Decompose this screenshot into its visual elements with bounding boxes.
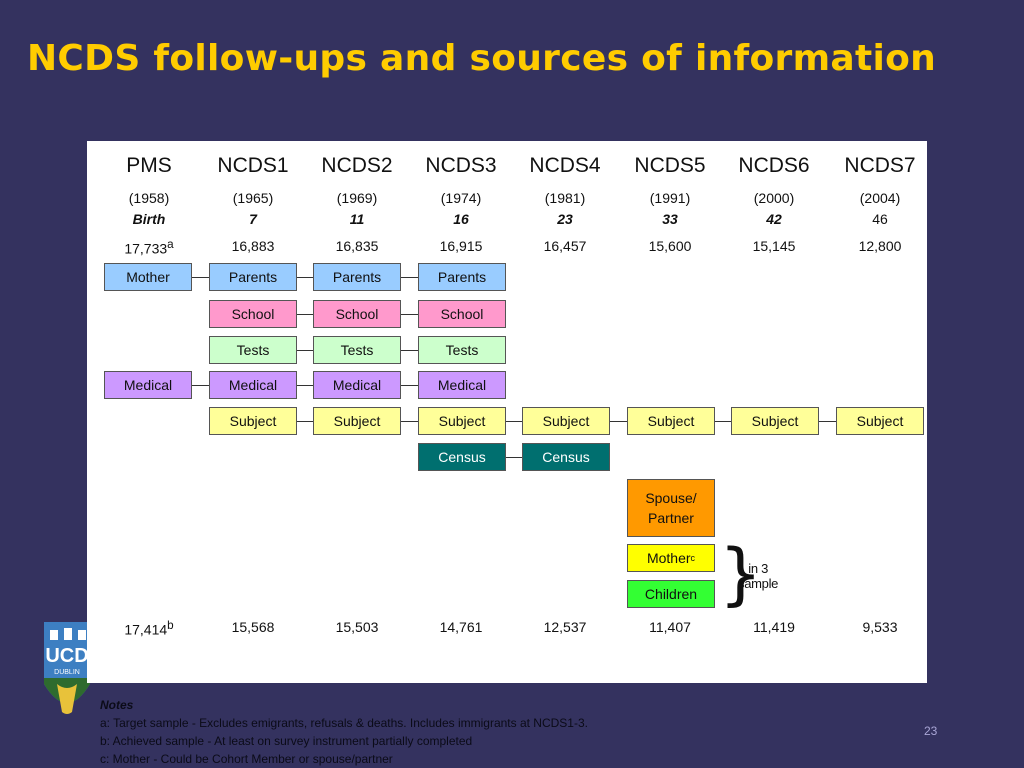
wave-year: (2000) bbox=[753, 190, 795, 206]
wave-label: PMS bbox=[126, 154, 172, 177]
tests-box-ncds2: Tests bbox=[313, 336, 401, 364]
notes-heading: Notes bbox=[100, 698, 134, 712]
achieved-sample-count: 17,414b bbox=[124, 619, 174, 638]
census-box-ncds4: Census bbox=[522, 443, 610, 471]
achieved-sample-count: 15,503 bbox=[335, 619, 379, 635]
subject-box-ncds4: Subject bbox=[522, 407, 610, 435]
svg-text:UCD: UCD bbox=[45, 645, 88, 667]
slide-title: NCDS follow-ups and sources of informati… bbox=[27, 38, 937, 79]
ucd-logo: UCD DUBLIN bbox=[44, 622, 90, 714]
wave-label: NCDS1 bbox=[217, 154, 289, 177]
page-number: 23 bbox=[924, 724, 938, 738]
wave-year: (2004) bbox=[859, 190, 901, 206]
school-box-ncds3: School bbox=[418, 300, 506, 328]
connector bbox=[715, 421, 732, 422]
connector bbox=[819, 421, 836, 422]
subject-box-ncds2: Subject bbox=[313, 407, 401, 435]
wave-age: 7 bbox=[249, 211, 257, 227]
wave-year: (1965) bbox=[232, 190, 274, 206]
parents-box-ncds1: Parents bbox=[209, 263, 297, 291]
note-c: c: Mother - Could be Cohort Member or sp… bbox=[100, 752, 393, 766]
svg-text:DUBLIN: DUBLIN bbox=[54, 669, 80, 676]
wave-age: Birth bbox=[132, 211, 166, 227]
achieved-sample-count: 14,761 bbox=[439, 619, 483, 635]
target-sample-count: 15,600 bbox=[648, 238, 692, 254]
achieved-sample-count: 15,568 bbox=[231, 619, 275, 635]
wave-age: 46 bbox=[872, 211, 888, 227]
connector bbox=[401, 350, 418, 351]
wave-label: NCDS2 bbox=[321, 154, 393, 177]
subject-box-ncds5: Subject bbox=[627, 407, 715, 435]
target-sample-count: 16,915 bbox=[439, 238, 483, 254]
children-box-ncds5: Children bbox=[627, 580, 715, 608]
connector bbox=[506, 457, 523, 458]
wave-year: (1981) bbox=[544, 190, 586, 206]
target-sample-count: 17,733a bbox=[124, 238, 174, 257]
achieved-sample-count: 11,419 bbox=[753, 619, 795, 635]
connector bbox=[297, 385, 314, 386]
target-sample-count: 12,800 bbox=[858, 238, 902, 254]
follow-up-diagram: PMS NCDS1 NCDS2 NCDS3 NCDS4 NCDS5 NCDS6 … bbox=[87, 141, 927, 683]
connector bbox=[192, 277, 209, 278]
spouse-partner-box-ncds5: Spouse/Partner bbox=[627, 479, 715, 537]
school-box-ncds1: School bbox=[209, 300, 297, 328]
tests-box-ncds3: Tests bbox=[418, 336, 506, 364]
achieved-sample-count: 11,407 bbox=[649, 619, 691, 635]
target-sample-count: 16,457 bbox=[543, 238, 587, 254]
wave-year: (1974) bbox=[440, 190, 482, 206]
wave-label: NCDS4 bbox=[529, 154, 601, 177]
subject-box-ncds7: Subject bbox=[836, 407, 924, 435]
achieved-sample-count: 9,533 bbox=[862, 619, 898, 635]
wave-label: NCDS3 bbox=[425, 154, 497, 177]
achieved-sample-count: 12,537 bbox=[543, 619, 587, 635]
medical-box-ncds2: Medical bbox=[313, 371, 401, 399]
wave-label: NCDS7 bbox=[844, 154, 916, 177]
connector bbox=[297, 421, 314, 422]
connector bbox=[401, 421, 418, 422]
connector bbox=[506, 421, 523, 422]
wave-year: (1969) bbox=[336, 190, 378, 206]
wave-age: 33 bbox=[662, 211, 678, 227]
one-in-three-sample-note: 1 in 3 sample bbox=[738, 561, 779, 591]
connector bbox=[401, 277, 418, 278]
school-box-ncds2: School bbox=[313, 300, 401, 328]
wave-age: 23 bbox=[557, 211, 573, 227]
wave-year: (1958) bbox=[128, 190, 170, 206]
target-sample-count: 16,883 bbox=[231, 238, 275, 254]
medical-box-pms: Medical bbox=[104, 371, 192, 399]
connector bbox=[297, 314, 314, 315]
target-sample-count: 16,835 bbox=[335, 238, 379, 254]
note-b: b: Achieved sample - At least on survey … bbox=[100, 734, 473, 748]
subject-box-ncds6: Subject bbox=[731, 407, 819, 435]
wave-label: NCDS6 bbox=[738, 154, 810, 177]
connector bbox=[192, 385, 209, 386]
medical-box-ncds3: Medical bbox=[418, 371, 506, 399]
connector bbox=[401, 314, 418, 315]
wave-label: NCDS5 bbox=[634, 154, 706, 177]
census-box-ncds3: Census bbox=[418, 443, 506, 471]
connector bbox=[297, 277, 314, 278]
connector bbox=[297, 350, 314, 351]
parents-box-ncds3: Parents bbox=[418, 263, 506, 291]
connector bbox=[401, 385, 418, 386]
connector bbox=[610, 421, 627, 422]
note-a: a: Target sample - Excludes emigrants, r… bbox=[100, 716, 588, 730]
medical-box-ncds1: Medical bbox=[209, 371, 297, 399]
target-sample-count: 15,145 bbox=[752, 238, 796, 254]
parents-box-ncds2: Parents bbox=[313, 263, 401, 291]
tests-box-ncds1: Tests bbox=[209, 336, 297, 364]
wave-age: 11 bbox=[349, 211, 365, 227]
wave-age: 42 bbox=[766, 211, 782, 227]
footnotes: Notes a: Target sample - Excludes emigra… bbox=[100, 696, 588, 768]
subject-box-ncds1: Subject bbox=[209, 407, 297, 435]
brace-icon: } bbox=[719, 535, 763, 614]
mother-box-pms: Mother bbox=[104, 263, 192, 291]
wave-year: (1991) bbox=[649, 190, 691, 206]
subject-box-ncds3: Subject bbox=[418, 407, 506, 435]
wave-age: 16 bbox=[453, 211, 469, 227]
